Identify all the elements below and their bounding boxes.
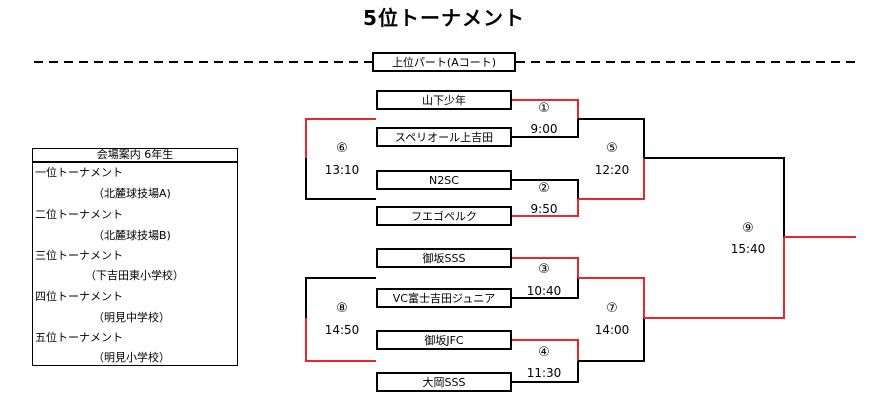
match-number: ⑥ (336, 141, 348, 156)
team-box: VC富士吉田ジュニア (376, 288, 512, 308)
match9-top-line (644, 157, 785, 237)
match8-bottom-line (305, 318, 376, 362)
match-number: ③ (538, 262, 550, 277)
venue-line: 五位トーナメント (35, 331, 123, 344)
venue-line: 一位トーナメント (35, 166, 123, 179)
match5-top-line (578, 118, 645, 158)
match-time: 9:00 (530, 122, 558, 136)
team-box: フエゴペルク (376, 206, 512, 226)
team-box: 御坂JFC (376, 330, 512, 350)
match1-bottom-line (512, 119, 579, 138)
match-number: ⑧ (336, 301, 348, 316)
match-number: ⑨ (742, 221, 754, 236)
match-time: 14:00 (594, 323, 630, 337)
match3-top-line (512, 257, 579, 278)
team-box: N2SC (376, 170, 512, 190)
match-time: 10:40 (526, 284, 562, 298)
match-number: ② (538, 181, 550, 196)
match-time: 9:50 (530, 202, 558, 216)
venue-info-header: 会場案内 6年生 (33, 149, 237, 163)
match-number: ⑤ (606, 141, 618, 156)
venue-line: 三位トーナメント (35, 249, 123, 262)
team-box: 御坂SSS (376, 248, 512, 268)
match4-top-line (512, 339, 579, 361)
venue-line: 二位トーナメント (35, 208, 123, 221)
match-number: ① (538, 101, 550, 116)
match4-bottom-line (512, 361, 579, 383)
match-number: ⑦ (606, 301, 618, 316)
venue-line: （明見小学校） (93, 351, 170, 364)
match6-top-line (305, 118, 376, 158)
match-time: 14:50 (324, 323, 360, 337)
match1-top-line (512, 99, 579, 119)
venue-line: （下吉田東小学校） (85, 269, 184, 282)
match-time: 15:40 (730, 242, 766, 256)
page-title: 5位トーナメント (363, 6, 525, 30)
match-number: ④ (538, 345, 550, 360)
match7-top-line (578, 277, 645, 318)
team-box: 大岡SSS (376, 372, 512, 392)
match-time: 12:20 (594, 163, 630, 177)
match2-top-line (512, 179, 579, 199)
match7-bottom-line (578, 318, 645, 362)
match-time: 13:10 (324, 163, 360, 177)
venue-info-box: 会場案内 6年生 一位トーナメント （北麓球技場A) 二位トーナメント （北麓球… (32, 148, 238, 366)
venue-line: （明見中学校） (93, 311, 170, 324)
match5-bottom-line (578, 158, 645, 200)
team-box: 山下少年 (376, 90, 512, 110)
match3-bottom-line (512, 278, 579, 299)
venue-line: （北麓球技場B) (93, 229, 171, 242)
section-label: 上位パート(Aコート) (372, 52, 516, 72)
venue-line: 四位トーナメント (35, 290, 123, 303)
match8-top-line (305, 277, 376, 318)
venue-line: （北麓球技場A) (93, 187, 171, 200)
team-box: スペリオール上吉田 (376, 127, 512, 147)
match9-bottom-line (644, 237, 785, 319)
match-time: 11:30 (526, 366, 562, 380)
match2-bottom-line (512, 199, 579, 217)
match6-bottom-line (305, 158, 376, 200)
